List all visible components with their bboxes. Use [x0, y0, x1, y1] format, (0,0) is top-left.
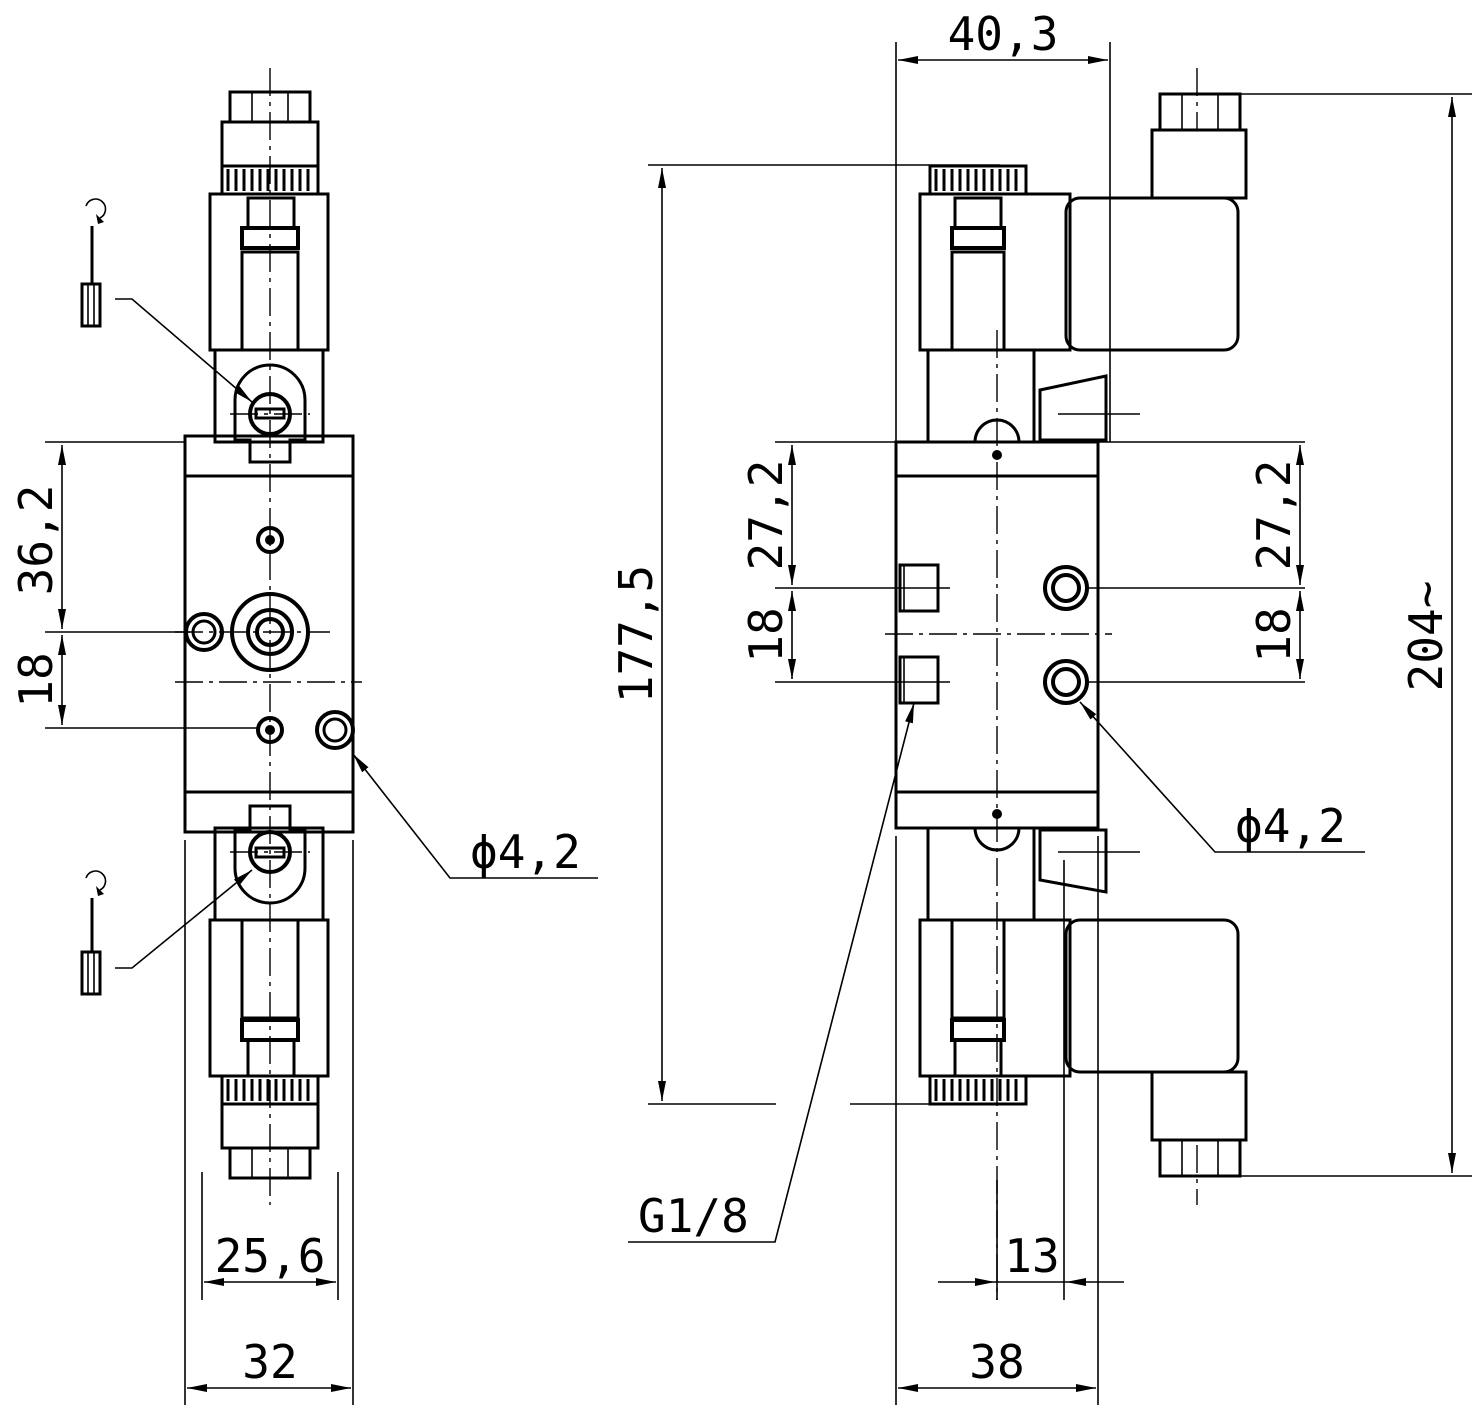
- dim-36-2: 36,2: [9, 485, 63, 596]
- bottom-coil-body: [208, 918, 330, 1078]
- dim-13: 13: [1004, 1229, 1059, 1283]
- bottom-manual-override: [213, 804, 325, 922]
- side-top-knurled-cap: [928, 164, 1028, 196]
- bottom-hex-nut: [220, 1102, 320, 1180]
- dim-phi-4-2-left: ϕ4,2: [470, 825, 581, 879]
- top-manual-override: [213, 348, 325, 464]
- top-knurled-cap: [220, 164, 320, 196]
- dim-177-5: 177,5: [609, 565, 663, 703]
- dim-25-6: 25,6: [215, 1229, 326, 1283]
- dim-g1-8: G1/8: [638, 1189, 749, 1243]
- screwdriver-icon: [80, 870, 107, 996]
- side-view: 40,3 177,5 204~ 27,2 18 27,2 18 ϕ4,2: [609, 7, 1472, 1405]
- dim-18-left: 18: [9, 652, 63, 707]
- dim-18-side-left: 18: [739, 607, 793, 662]
- valve-body-side: [885, 418, 1112, 852]
- side-bottom-coil: [918, 826, 1248, 1178]
- side-bottom-knurled-cap: [928, 1074, 1028, 1106]
- dim-27-2-left: 27,2: [739, 460, 793, 571]
- dim-phi-4-2-right: ϕ4,2: [1235, 799, 1346, 853]
- screwdriver-icon: [80, 198, 107, 328]
- dim-18-side-right: 18: [1247, 607, 1301, 662]
- valve-body-front: [175, 434, 362, 834]
- dim-32: 32: [242, 1335, 297, 1389]
- dim-27-2-right: 27,2: [1247, 460, 1301, 571]
- top-coil-body: [208, 192, 330, 352]
- side-top-coil: [918, 92, 1248, 444]
- dim-40-3: 40,3: [948, 7, 1059, 61]
- dim-38: 38: [969, 1335, 1024, 1389]
- front-view: 36,2 18 ϕ4,2 25,6 32: [9, 68, 598, 1405]
- dim-204: 204~: [1399, 581, 1453, 692]
